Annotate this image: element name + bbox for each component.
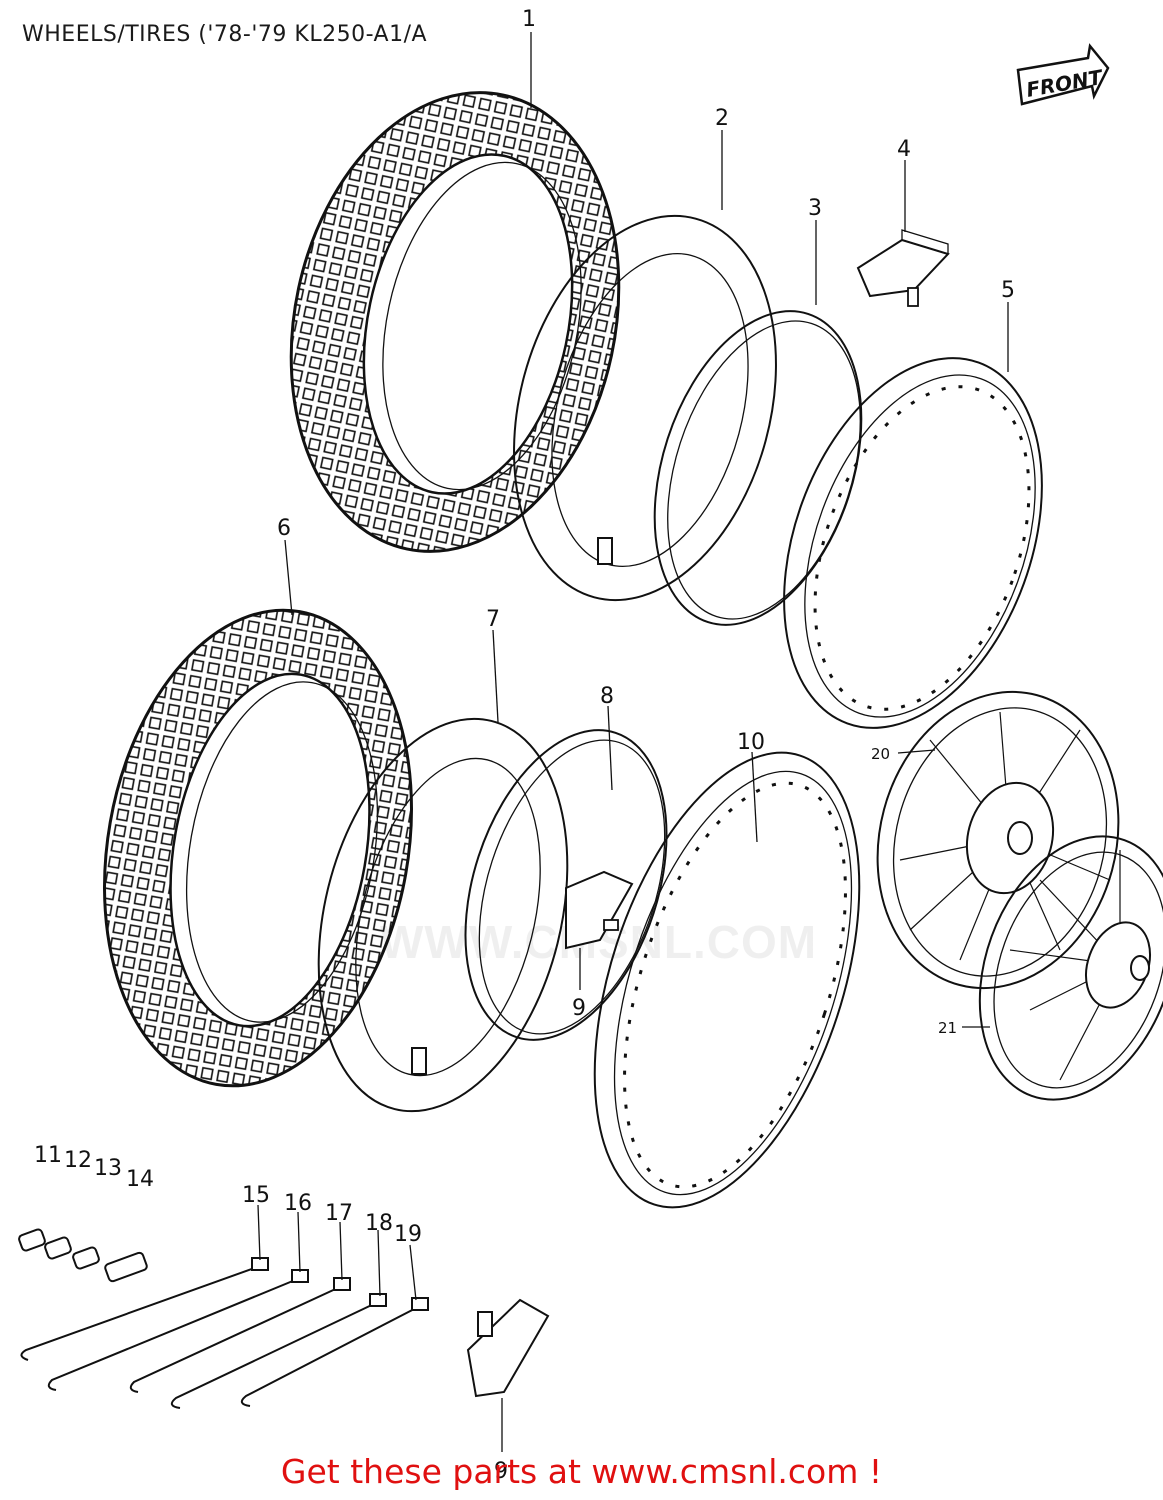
- diagram-title: WHEELS/TIRES ('78-'79 KL250-A1/A: [22, 22, 428, 47]
- part-9-rim-lock: [565, 870, 634, 950]
- callout-14: 14: [126, 1167, 154, 1192]
- callout-16: 16: [284, 1191, 312, 1216]
- part-9-rim-lock-detail: [466, 1298, 550, 1398]
- parts-15-19-spokes: [20, 1257, 429, 1409]
- part-7-front-tube: [317, 717, 569, 1113]
- part-4-rim-lock: [856, 229, 950, 307]
- leader-lines: [257, 32, 1009, 1452]
- callout-7: 7: [486, 607, 500, 632]
- part-5-rear-rim: [783, 357, 1043, 729]
- callout-17: 17: [325, 1201, 353, 1226]
- callout-labels: 1 2 3 4 5 6 7 8 10 9 20 21 11 12 13 14 1…: [34, 7, 1015, 1484]
- callout-15: 15: [242, 1183, 270, 1208]
- callout-3: 3: [808, 196, 822, 221]
- callout-9: 9: [572, 996, 586, 1021]
- part-3-rear-rim-band: [653, 310, 863, 626]
- callout-2: 2: [715, 106, 729, 131]
- callout-1: 1: [522, 7, 536, 32]
- part-21-front-wheel-assembly: [978, 835, 1163, 1101]
- callout-13: 13: [94, 1156, 122, 1181]
- part-8-front-rim-band: [464, 729, 668, 1041]
- part-20-rear-wheel-assembly: [876, 690, 1120, 990]
- callout-20: 20: [871, 745, 890, 763]
- footer-link[interactable]: Get these parts at www.cmsnl.com !: [280, 1452, 883, 1491]
- callout-11: 11: [34, 1143, 62, 1168]
- callout-19: 19: [394, 1222, 422, 1247]
- callout-8: 8: [600, 684, 614, 709]
- part-6-front-tire: [103, 608, 413, 1088]
- callout-21: 21: [938, 1019, 957, 1037]
- callout-4: 4: [897, 137, 911, 162]
- callout-5: 5: [1001, 278, 1015, 303]
- part-10-front-rim: [593, 751, 861, 1209]
- part-1-rear-tire: [289, 91, 621, 553]
- callout-6: 6: [277, 516, 291, 541]
- parts-11-14-valve-parts: [18, 1228, 148, 1283]
- part-2-rear-tube: [513, 214, 777, 602]
- callout-18: 18: [365, 1211, 393, 1236]
- front-direction-badge: FRONT: [1016, 43, 1110, 106]
- callout-9-bottom: 9: [494, 1459, 508, 1484]
- callout-10: 10: [737, 730, 765, 755]
- callout-12: 12: [64, 1148, 92, 1173]
